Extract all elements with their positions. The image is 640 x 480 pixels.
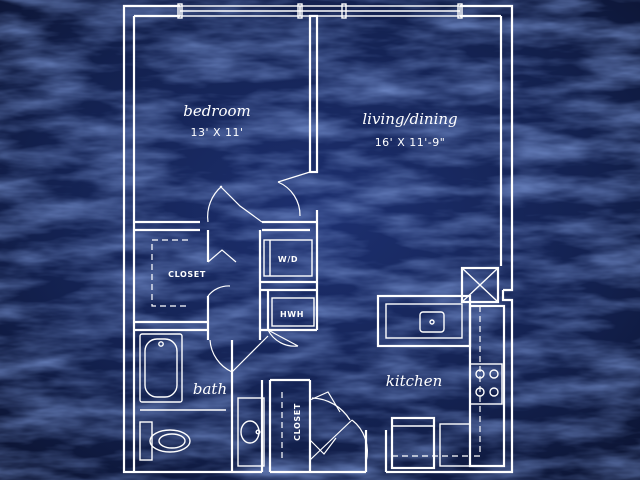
- bedroom-closet-shelf: [151, 239, 188, 307]
- toilet: [139, 421, 191, 461]
- refrigerator: [390, 416, 436, 470]
- bath-title: bath: [193, 380, 227, 398]
- interior-walls: [134, 14, 514, 474]
- water-heater-label: HWH: [280, 310, 304, 319]
- bedroom-title: bedroom: [183, 102, 251, 120]
- washer-dryer: [263, 239, 313, 277]
- kitchen-title: kitchen: [386, 372, 443, 390]
- bathtub: [139, 333, 183, 403]
- range: [469, 363, 503, 405]
- doors: [207, 171, 368, 463]
- exterior-walls: [122, 4, 514, 474]
- living-dimensions: 16' X 11'-9": [375, 136, 446, 149]
- water-heater: [271, 297, 315, 327]
- living-title: living/dining: [362, 110, 457, 128]
- hall-closet-label: CLOSET: [293, 403, 302, 441]
- bedroom-closet-label: CLOSET: [168, 270, 206, 279]
- bedroom-dimensions: 13' X 11': [190, 126, 243, 139]
- top-windows: [177, 3, 463, 19]
- bath-vanity: [237, 397, 265, 467]
- washer-dryer-label: W/D: [278, 255, 298, 264]
- sink-cabinet: [439, 423, 471, 467]
